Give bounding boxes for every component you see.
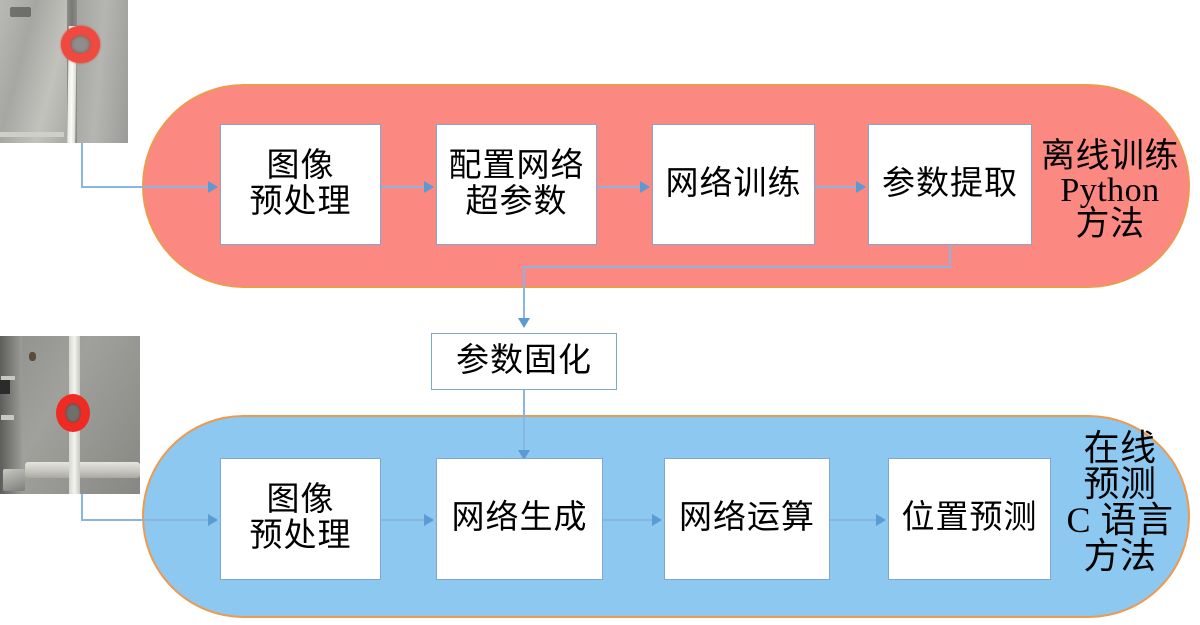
- box-network-computation[interactable]: 网络运算: [664, 458, 830, 580]
- connector-preprocess-to-generation: [381, 519, 425, 521]
- box-line: 参数固化: [456, 342, 592, 379]
- arrow-into-parameter-solidification: [518, 318, 530, 328]
- box-line: 网络运算: [679, 500, 815, 537]
- connector-generation-to-computation: [603, 519, 653, 521]
- connector-photo-to-offline-horizontal: [81, 186, 208, 188]
- caption-line: 方法: [1075, 206, 1145, 243]
- arrow-into-network-generation: [518, 450, 530, 460]
- input-sample-offline-photo: [0, 0, 128, 143]
- box-line: 参数提取: [882, 165, 1018, 202]
- caption-line: C 语言: [1066, 500, 1174, 540]
- caption-line: 方法: [1083, 536, 1157, 576]
- caption-line: 预测: [1083, 464, 1157, 504]
- arrow-into-network-generation-horizontal: [424, 514, 434, 526]
- caption-line: 在线: [1083, 428, 1157, 468]
- connector-config-to-training: [597, 186, 641, 188]
- box-parameter-extraction[interactable]: 参数提取: [868, 124, 1032, 245]
- offline-stage-caption: 离线训练 Python 方法: [1034, 140, 1186, 242]
- red-ring-marker-icon: [61, 25, 100, 63]
- box-line: 预处理: [249, 518, 352, 554]
- input-sample-online-photo: [0, 336, 140, 494]
- connector-photo-to-offline-vertical: [81, 143, 83, 187]
- photo-surface-mark: [10, 7, 31, 18]
- arrow-into-image-preprocess-online: [208, 514, 218, 526]
- red-ring-marker-icon: [56, 394, 90, 433]
- caption-line: Python: [1060, 172, 1160, 209]
- online-stage-caption: 在线 预测 C 语言 方法: [1052, 430, 1188, 574]
- connector-extraction-left: [523, 266, 951, 268]
- box-configure-network-hyperparams[interactable]: 配置网络 超参数: [436, 124, 597, 245]
- box-line: 超参数: [465, 183, 568, 220]
- box-position-prediction[interactable]: 位置预测: [888, 458, 1051, 580]
- connector-down-to-solidification: [523, 266, 525, 319]
- arrow-into-parameter-extraction: [856, 181, 866, 193]
- box-line: 图像: [266, 482, 335, 519]
- connector-photo-to-online-vertical: [81, 494, 83, 520]
- arrow-into-network-training: [640, 181, 650, 193]
- connector-training-to-extraction: [815, 186, 857, 188]
- connector-extraction-down: [949, 245, 951, 268]
- box-network-generation[interactable]: 网络生成: [436, 458, 603, 580]
- box-line: 图像: [266, 147, 335, 184]
- connector-photo-to-online-horizontal: [81, 519, 208, 521]
- box-image-preprocess-offline[interactable]: 图像 预处理: [220, 124, 381, 245]
- box-parameter-solidification[interactable]: 参数固化: [431, 333, 617, 390]
- caption-line: 离线训练: [1041, 138, 1179, 175]
- connector-computation-to-prediction: [830, 519, 877, 521]
- box-image-preprocess-online[interactable]: 图像 预处理: [220, 458, 381, 580]
- arrow-into-image-preprocess-offline: [208, 181, 218, 193]
- box-network-training[interactable]: 网络训练: [652, 124, 815, 245]
- arrow-into-network-computation: [652, 514, 662, 526]
- box-line: 位置预测: [901, 500, 1038, 537]
- arrow-into-configure-network: [424, 181, 434, 193]
- connector-preprocess-to-config: [381, 186, 425, 188]
- connector-solidification-to-generation: [523, 390, 525, 452]
- arrow-into-position-prediction: [876, 514, 886, 526]
- box-line: 预处理: [249, 183, 352, 220]
- box-line: 配置网络: [448, 147, 585, 184]
- box-line: 网络训练: [665, 165, 802, 202]
- box-line: 网络生成: [451, 500, 588, 537]
